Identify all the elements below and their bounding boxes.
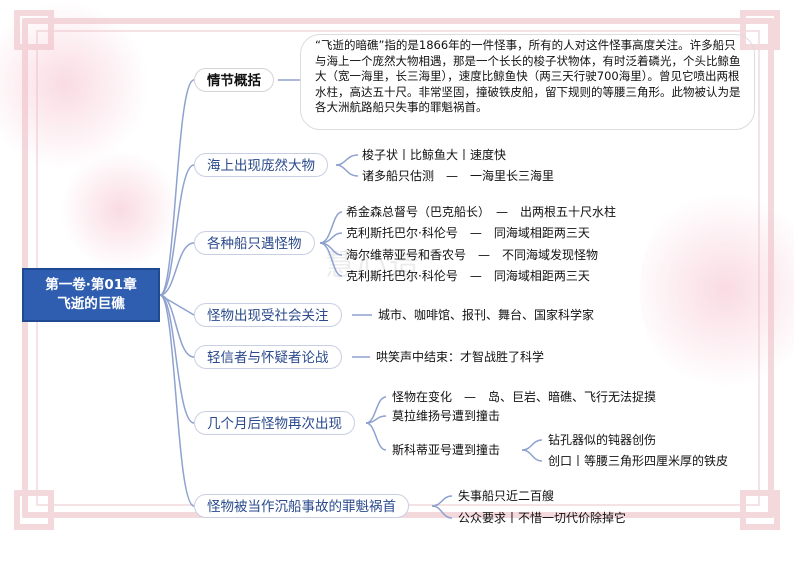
leaf-item: 莫拉维扬号遭到撞击 xyxy=(392,409,501,423)
leaf-item: 梭子状丨比鲸鱼大丨速度快 xyxy=(362,148,507,162)
branch-ships-encounter: 各种船只遇怪物 xyxy=(194,231,315,255)
leaf-item: 失事船只近二百艘 xyxy=(458,489,555,503)
leaf-item: 斯科蒂亚号遭到撞击 xyxy=(392,443,501,457)
leaf-item: 公众要求丨不惜一切代价除掉它 xyxy=(458,511,627,525)
branch-culprit: 怪物被当作沉船事故的罪魁祸首 xyxy=(194,494,409,518)
leaf-item: 诸多船只估测 — 一海里长三海里 xyxy=(362,169,555,183)
leaf-item: 克利斯托巴尔·科伦号 — 同海域相距两三天 xyxy=(346,226,590,240)
branch-summary: 情节概括 xyxy=(194,68,274,92)
leaf-item: 城市、咖啡馆、报刊、舞台、国家科学家 xyxy=(378,308,595,322)
leaf-item: 海尔维蒂亚号和香农号 — 不同海域发现怪物 xyxy=(346,248,599,262)
root-title-line1: 第一卷·第01章 xyxy=(45,277,137,293)
summary-description: “飞逝的暗礁”指的是1866年的一件怪事，所有的人对这件怪事高度关注。许多船只与… xyxy=(300,34,755,130)
branch-reappearance: 几个月后怪物再次出现 xyxy=(194,411,355,435)
leaf-sub-item: 钻孔器似的钝器创伤 xyxy=(548,433,657,447)
frame-corner xyxy=(740,10,780,50)
leaf-item: 哄笑声中结束：才智战胜了科学 xyxy=(376,350,545,364)
leaf-item: 怪物在变化 — 岛、巨岩、暗礁、飞行无法捉摸 xyxy=(392,390,657,404)
leaf-sub-item: 创口丨等腰三角形四厘米厚的铁皮 xyxy=(548,454,729,468)
frame-corner xyxy=(14,490,54,530)
blossom-decoration xyxy=(640,180,794,400)
leaf-item: 希金森总督号（巴克船长） — 出两根五十尺水柱 xyxy=(346,205,617,219)
leaf-item: 克利斯托巴尔·科伦号 — 同海域相距两三天 xyxy=(346,269,590,283)
root-node: 第一卷·第01章 飞逝的巨礁 xyxy=(22,268,160,322)
branch-public-attention: 怪物出现受社会关注 xyxy=(194,303,342,327)
blossom-decoration xyxy=(0,0,150,170)
branch-debate: 轻信者与怀疑者论战 xyxy=(194,345,342,369)
frame-corner xyxy=(740,490,780,530)
blossom-decoration xyxy=(60,150,180,270)
root-title-line2: 飞逝的巨礁 xyxy=(57,296,125,312)
branch-sea-monster: 海上出现庞然大物 xyxy=(194,153,328,177)
